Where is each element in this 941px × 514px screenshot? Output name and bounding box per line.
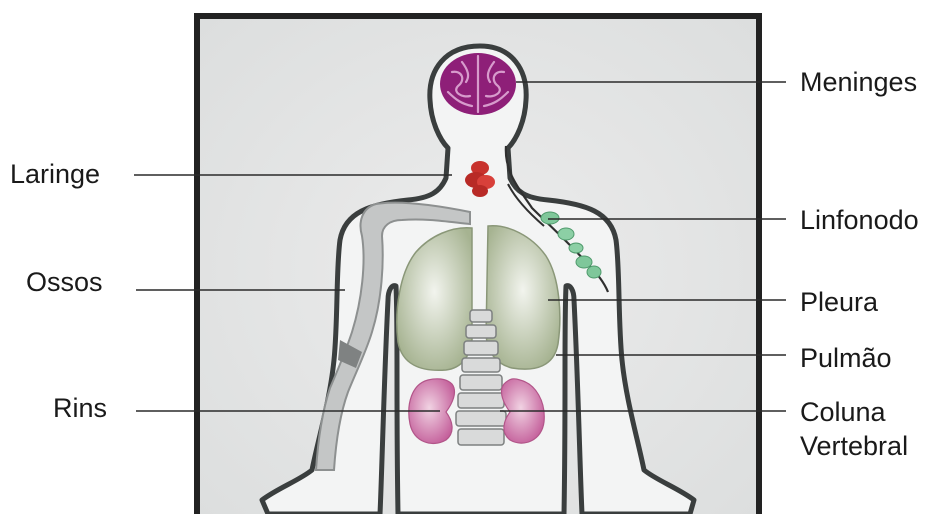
- label-rins: Rins: [53, 393, 107, 423]
- lymph-node-icon: [541, 212, 559, 224]
- label-meninges: Meninges: [800, 67, 917, 97]
- brain: [440, 53, 516, 115]
- label-laringe: Laringe: [10, 159, 100, 189]
- label-pulmao: Pulmão: [800, 343, 892, 373]
- label-linfonodo: Linfonodo: [800, 205, 919, 235]
- label-ossos: Ossos: [26, 267, 103, 297]
- label-coluna-line2: Vertebral: [800, 431, 908, 461]
- label-coluna-line1: Coluna: [800, 397, 886, 427]
- label-pleura: Pleura: [800, 287, 878, 317]
